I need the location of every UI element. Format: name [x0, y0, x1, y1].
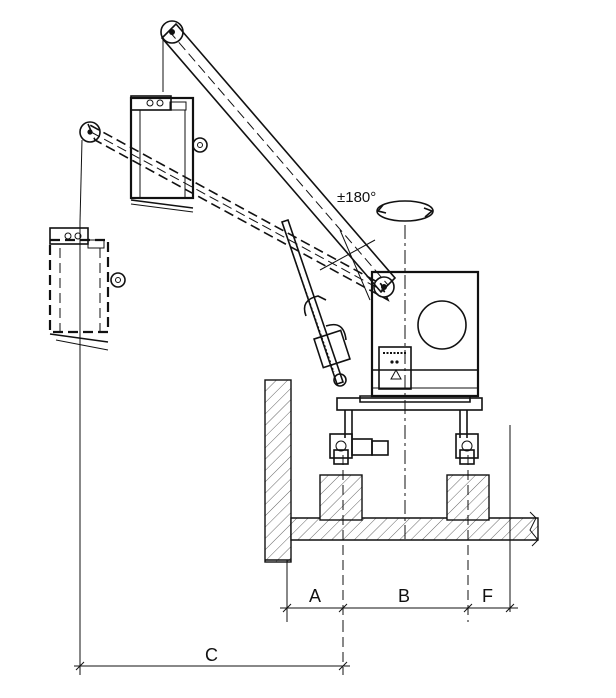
slab-break-line: [529, 511, 539, 547]
center-lines: [79, 222, 511, 675]
rotation-arrow-icon: [376, 200, 434, 222]
dimension-c-label: C: [205, 645, 218, 665]
boom-pivot: [319, 229, 395, 301]
dimension-lines: [74, 603, 518, 675]
boom-raised: [160, 20, 397, 294]
basket-lowered: [48, 227, 126, 351]
pedestal-right: [446, 474, 490, 521]
dimension-a-label: A: [309, 586, 321, 606]
warning-triangle-icon: [390, 368, 402, 380]
dimension-b-label: B: [398, 586, 410, 606]
counterweight-drum: [417, 300, 467, 350]
pulley-icon: [79, 121, 101, 143]
rotation-label: ±180°: [337, 189, 376, 206]
basket-raised: [129, 95, 208, 213]
base-trolley: [329, 397, 483, 465]
concrete-structure: [264, 379, 539, 563]
floor-slab: [290, 517, 539, 541]
pulley-icon: [160, 20, 184, 44]
boom-lowered: [79, 121, 390, 302]
pedestal-left: [319, 474, 363, 521]
dimension-f-label: F: [482, 586, 493, 606]
crane-housing: [359, 270, 480, 403]
control-box-icon: [378, 346, 412, 390]
parapet-wall: [264, 379, 292, 563]
hydraulic-cylinder: [280, 218, 351, 387]
